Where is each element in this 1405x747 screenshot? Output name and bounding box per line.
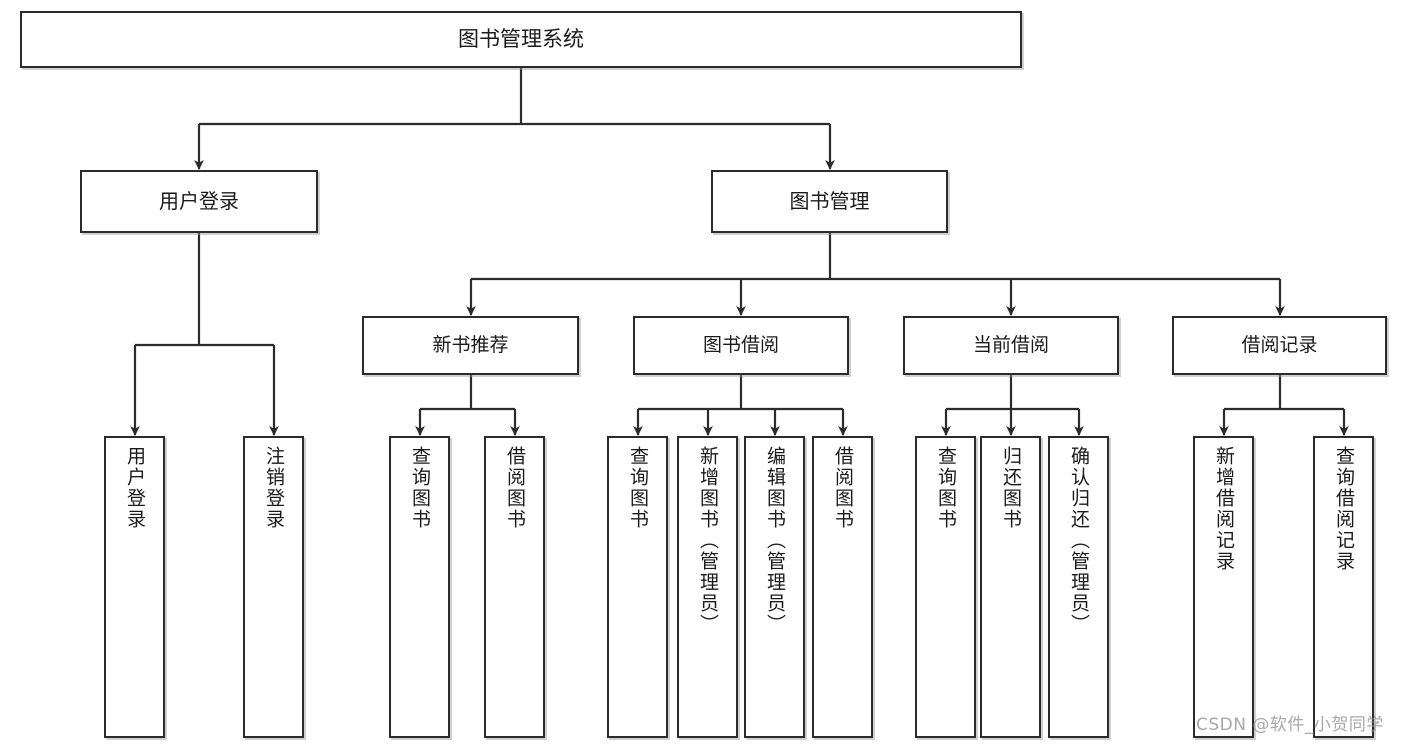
node-label: 图书管理 (789, 188, 870, 213)
node-label: 借阅记录 (1241, 334, 1318, 357)
node-f3: 查询图书 (389, 436, 450, 738)
node-label: 编辑图书（管理员） (764, 446, 786, 635)
node-f1: 用户登录 (104, 436, 165, 738)
node-f12: 新增借阅记录 (1193, 436, 1254, 738)
node-label: 查询图书 (627, 446, 649, 530)
node-f9: 查询图书 (915, 436, 976, 738)
node-f2: 注销登录 (243, 436, 304, 738)
node-l1b: 图书管理 (711, 170, 948, 233)
node-label: 新书推荐 (432, 334, 509, 357)
node-label: 新增图书（管理员） (697, 446, 719, 635)
node-l1a: 用户登录 (80, 170, 318, 233)
edge-group (130, 68, 1349, 436)
node-f4: 借阅图书 (484, 436, 545, 738)
node-f11: 确认归还（管理员） (1048, 436, 1109, 738)
node-l2a: 新书推荐 (362, 316, 579, 375)
node-label: 归还图书 (1000, 446, 1022, 530)
node-label: 图书借阅 (702, 334, 779, 357)
node-label: 用户登录 (159, 188, 239, 213)
node-label: 借阅图书 (832, 446, 854, 530)
node-label: 查询图书 (935, 446, 957, 530)
node-label: 查询图书 (409, 446, 431, 530)
node-root: 图书管理系统 (20, 11, 1022, 68)
node-label: 新增借阅记录 (1213, 446, 1235, 572)
node-label: 注销登录 (263, 446, 285, 530)
watermark: CSDN @软件_小贺同学 (1196, 715, 1384, 735)
node-l2b: 图书借阅 (633, 316, 849, 375)
node-label: 借阅图书 (504, 446, 526, 530)
node-l2d: 借阅记录 (1172, 316, 1387, 375)
node-f7: 编辑图书（管理员） (744, 436, 805, 738)
node-l2c: 当前借阅 (903, 316, 1119, 375)
node-label: 当前借阅 (972, 334, 1049, 357)
node-f13: 查询借阅记录 (1313, 436, 1374, 738)
node-f5: 查询图书 (607, 436, 668, 738)
node-f6: 新增图书（管理员） (677, 436, 738, 738)
node-f8: 借阅图书 (812, 436, 873, 738)
node-label: 查询借阅记录 (1333, 446, 1355, 572)
node-label: 图书管理系统 (458, 27, 584, 52)
node-label: 用户登录 (124, 446, 146, 530)
node-f10: 归还图书 (980, 436, 1041, 738)
node-label: 确认归还（管理员） (1068, 446, 1090, 635)
